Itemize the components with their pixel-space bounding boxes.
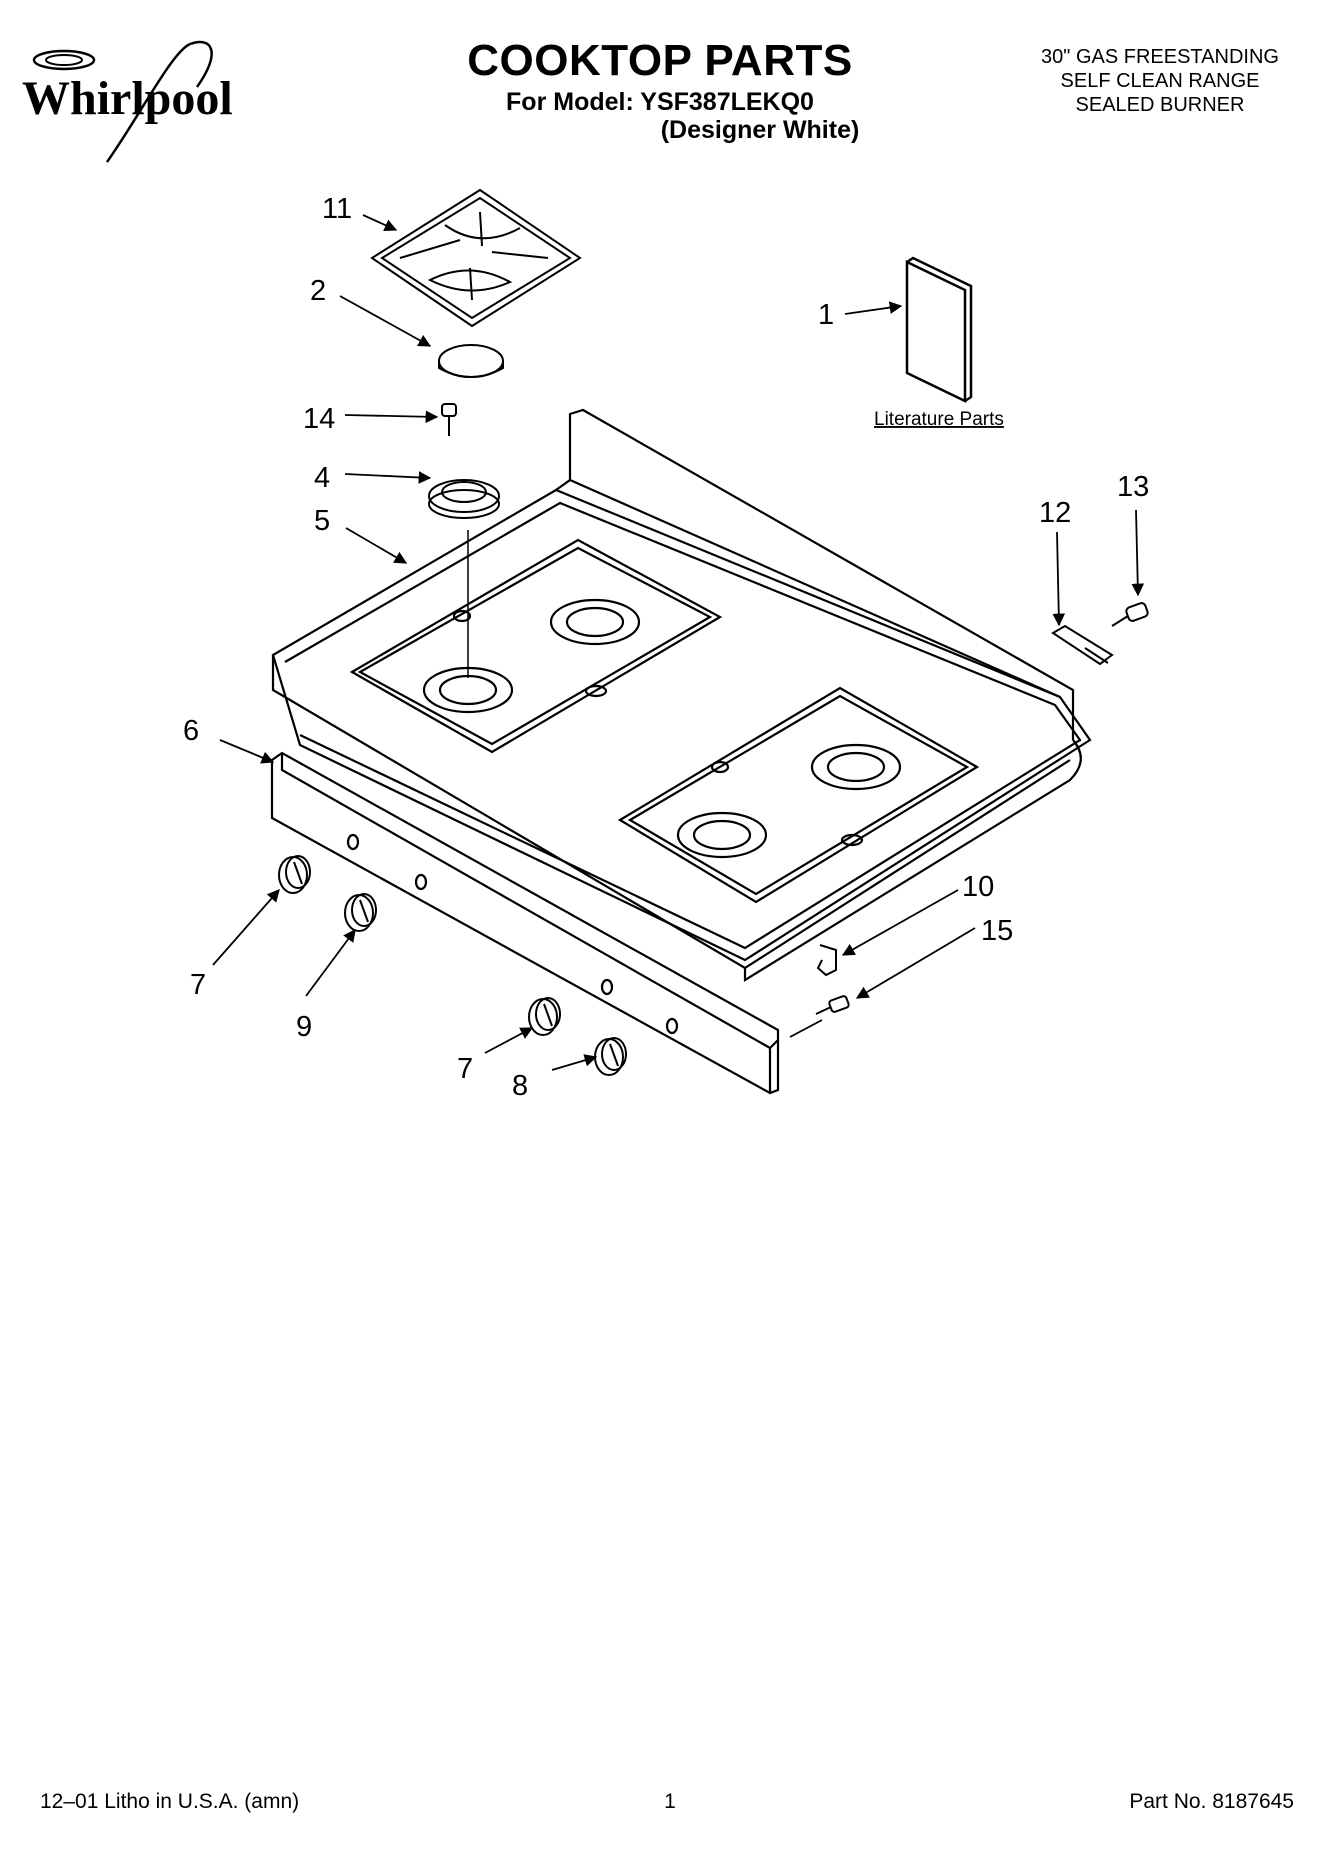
callout-13: 13 [1117,471,1149,503]
callout-7-left: 7 [190,969,206,1001]
knob-7-right [528,997,561,1036]
callout-2: 2 [310,275,326,307]
page-title: COOKTOP PARTS [467,36,853,85]
control-panel [270,751,780,1095]
burner-cap [438,344,504,378]
callout-8: 8 [512,1070,528,1102]
footer-litho: 12–01 Litho in U.S.A. (amn) [40,1790,300,1813]
knob-9 [344,893,377,932]
whirlpool-logo: Whirlpool [22,40,233,163]
description-line-2: SELF CLEAN RANGE [1060,70,1260,92]
spark-igniter [1051,624,1114,666]
callout-5: 5 [314,505,330,537]
callout-10: 10 [962,871,994,903]
knob-8 [594,1037,627,1076]
burner-screw [441,403,457,436]
callout-4: 4 [314,462,330,494]
model-line: For Model: YSF387LEKQ0 [506,88,814,116]
description-line-1: 30" GAS FREESTANDING [1041,46,1279,68]
description-line-3: SEALED BURNER [1075,94,1245,116]
mounting-clip [816,944,837,977]
knob-7-left [278,855,311,894]
callout-15: 15 [981,915,1013,947]
model-variant: (Designer White) [660,116,860,144]
part-number: Part No. 8187645 [1129,1790,1294,1813]
burner-grate [370,188,582,328]
igniter-screw [1111,602,1149,627]
callout-1: 1 [818,299,834,331]
callout-6: 6 [183,715,199,747]
literature-parts-label: Literature Parts [874,409,1004,430]
callout-12: 12 [1039,497,1071,529]
burner-base [428,479,500,678]
callout-11: 11 [322,193,352,225]
callout-14: 14 [303,403,335,435]
cooktop [271,408,1092,982]
literature-parts [905,256,973,403]
callout-7-right: 7 [457,1053,473,1085]
callout-9: 9 [296,1011,312,1043]
page-number: 1 [664,1790,676,1813]
mounting-screw [815,995,850,1015]
svg-text:Whirlpool: Whirlpool [22,72,233,125]
